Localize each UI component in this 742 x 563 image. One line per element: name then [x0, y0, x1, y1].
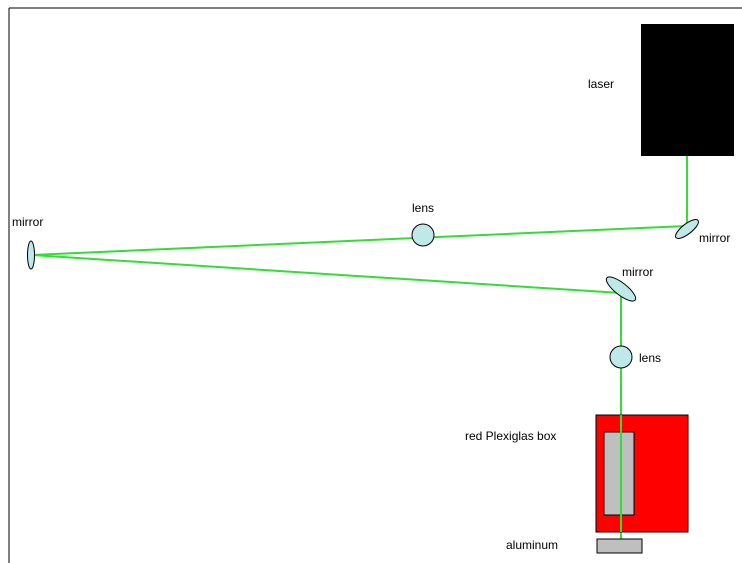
mirror-left [27, 240, 35, 270]
lens-bottom [609, 345, 633, 369]
beam-segment-mirror-to-left-mirror [31, 225, 688, 256]
mirror-middle [605, 276, 637, 302]
lens-bottom-label: lens [639, 351, 661, 365]
mirror-top-right [675, 219, 699, 239]
lens-top [411, 223, 435, 247]
lens-top-label: lens [412, 201, 434, 215]
beam-segment-left-mirror-to-middle-mirror [31, 254, 622, 294]
laser-body [641, 24, 734, 156]
mirror-left-label: mirror [12, 215, 43, 229]
aluminum-target [596, 538, 643, 554]
red-plexiglas-box-label: red Plexiglas box [465, 429, 556, 443]
sample-holder [603, 431, 635, 516]
laser-label: laser [588, 77, 614, 91]
mirror-middle-label: mirror [622, 265, 653, 279]
laser-beam-path [31, 156, 688, 542]
aluminum-label: aluminum [506, 538, 558, 552]
mirror-top-right-label: mirror [699, 231, 730, 245]
